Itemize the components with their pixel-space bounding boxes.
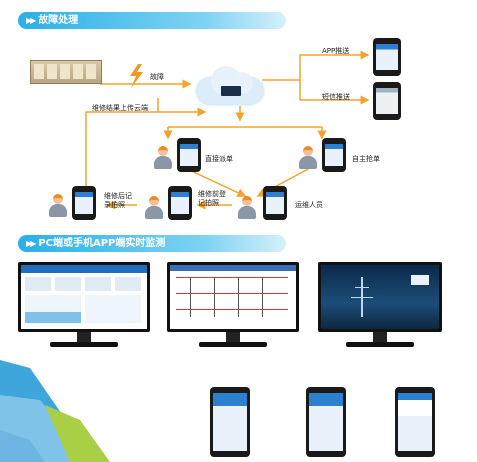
after-repair-text: 维修后记录拍照 (104, 192, 132, 209)
before-repair-label: 维修前登记拍照 (198, 190, 232, 208)
pc-map-monitor (318, 262, 442, 332)
mobile-app-phone-2 (306, 387, 346, 457)
maintenance-staff-label: 运维人员 (295, 201, 323, 209)
pc-diagram-monitor (167, 262, 299, 332)
section-banner-fault-handling: ▶▶故障处理 (18, 12, 286, 29)
cloud-server-icon (197, 62, 263, 106)
direct-dispatch-phone (177, 138, 201, 172)
pc-dashboard-monitor (18, 262, 150, 332)
maintenance-phone (263, 186, 287, 220)
section-title: PC端或手机APP端实时监测 (38, 238, 166, 249)
after-repair-phone (72, 186, 96, 220)
sms-push-phone (373, 82, 401, 120)
section-banner-monitoring: ▶▶PC端或手机APP端实时监测 (18, 235, 286, 252)
before-repair-phone (168, 186, 192, 220)
grabber-avatar (297, 146, 319, 170)
double-chevron-icon: ▶▶ (26, 16, 36, 25)
maintenance-staff-avatar (236, 196, 258, 220)
app-push-phone (373, 38, 401, 76)
mobile-app-phone-1 (210, 387, 250, 457)
switchgear-cabinet-icon (30, 60, 102, 84)
fault-label: 故障 (150, 73, 164, 81)
sms-push-label: 短信推送 (322, 93, 350, 101)
self-grab-label: 自主抢单 (352, 155, 380, 163)
staff-avatar-after (47, 194, 69, 218)
direct-dispatch-label: 直接派单 (205, 155, 233, 163)
before-repair-text: 维修前登记拍照 (198, 190, 226, 207)
staff-avatar-before (143, 196, 165, 220)
after-repair-label: 维修后记录拍照 (104, 192, 136, 210)
dispatcher-avatar (152, 146, 174, 170)
upload-result-label: 维修结果上传云端 (92, 104, 148, 112)
app-push-label: APP推送 (322, 47, 350, 55)
double-chevron-icon: ▶▶ (26, 239, 36, 248)
section-title: 故障处理 (38, 15, 79, 26)
mobile-app-phone-3 (395, 387, 435, 457)
self-grab-phone (322, 138, 346, 172)
